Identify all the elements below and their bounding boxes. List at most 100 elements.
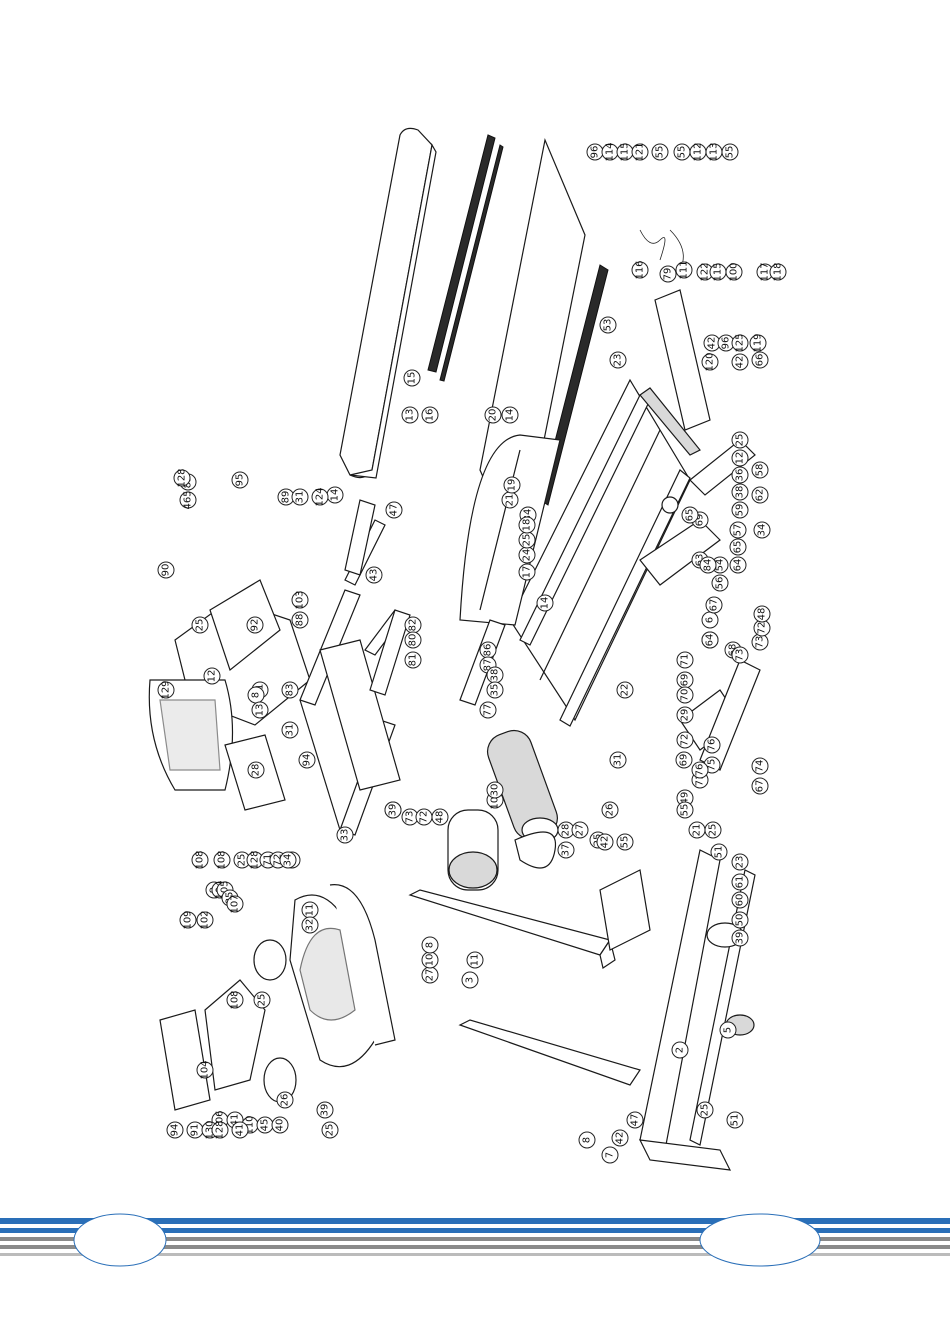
callout-34: 34 <box>753 521 771 539</box>
callout-12: 12 <box>203 667 221 685</box>
callout-circle <box>385 501 403 519</box>
callout-circle <box>191 616 209 634</box>
callout-label: 23 <box>735 856 746 869</box>
callout-25: 25 <box>321 1121 339 1139</box>
callout-26: 26 <box>276 1091 294 1109</box>
callout-circle <box>486 781 504 799</box>
callout-21: 21 <box>688 821 706 839</box>
callout-label: 79 <box>663 268 674 281</box>
callout-label: 8 <box>425 942 436 948</box>
callout-circle <box>599 316 617 334</box>
callout-label: 48 <box>435 811 446 824</box>
callout-label: 104 <box>200 1060 211 1079</box>
callout-label: 124 <box>315 487 326 506</box>
callout-39: 39 <box>316 1101 334 1119</box>
callout-3: 3 <box>461 971 479 989</box>
callout-label: 15 <box>407 372 418 385</box>
callout-label: 100 <box>729 262 740 281</box>
callout-label: 59 <box>735 504 746 517</box>
callout-107: 107 <box>226 894 244 914</box>
callout-label: 73 <box>735 649 746 662</box>
keypad-panel <box>159 1009 211 1111</box>
callout-label: 22 <box>620 684 631 697</box>
callout-label: 21 <box>692 824 703 837</box>
callout-label: 14 <box>540 597 551 610</box>
callout-circle <box>675 261 693 279</box>
callout-label: 12 <box>735 452 746 465</box>
callout-label: 31 <box>613 754 624 767</box>
callout-label: 64 <box>733 559 744 572</box>
callout-20: 20 <box>484 406 502 424</box>
callout-circle <box>479 701 497 719</box>
callout-21: 21 <box>501 491 519 509</box>
callout-40: 40 <box>271 1116 289 1134</box>
callout-circle <box>731 911 749 929</box>
callout-label: 23 <box>613 354 624 367</box>
callout-label: 21 <box>505 494 516 507</box>
callout-label: 27 <box>425 969 436 982</box>
callout-50: 50 <box>731 911 749 929</box>
callout-label: 38 <box>735 486 746 499</box>
callout-label: 32 <box>305 919 316 932</box>
callout-64: 64 <box>701 631 719 649</box>
callout-circle <box>631 261 649 279</box>
callout-51: 51 <box>710 843 728 861</box>
callout-label: 43 <box>369 569 380 582</box>
callout-label: 24 <box>522 549 533 562</box>
callout-label: 56 <box>715 577 726 590</box>
callout-47: 47 <box>626 1111 644 1129</box>
callout-circle <box>404 651 422 669</box>
callout-circle <box>701 353 719 371</box>
callout-circle <box>729 538 747 556</box>
callout-circle <box>157 561 175 579</box>
callout-label: 103 <box>295 590 306 609</box>
callout-label: 37 <box>561 844 572 857</box>
callout-circle <box>731 466 749 484</box>
callout-label: 64 <box>705 634 716 647</box>
callout-label: 120 <box>705 352 716 371</box>
callout-label: 92 <box>250 619 261 632</box>
drive-motor <box>447 809 499 891</box>
callout-circle <box>596 833 614 851</box>
callout-15: 15 <box>403 369 421 387</box>
callout-circle <box>731 431 749 449</box>
callout-25: 25 <box>731 431 749 449</box>
callout-label: 19 <box>507 479 518 492</box>
callout-label: 89 <box>281 491 292 504</box>
callout-circle <box>721 143 739 161</box>
callout-2: 2 <box>671 1041 689 1059</box>
side-cover <box>599 869 651 951</box>
callout-circle <box>311 488 329 506</box>
callout-circle <box>676 651 694 669</box>
callout-53: 53 <box>599 316 617 334</box>
callout-42: 42 <box>703 334 721 352</box>
callout-31: 31 <box>281 721 299 739</box>
callout-label: 109 <box>183 910 194 929</box>
callout-57: 57 <box>729 521 747 539</box>
callout-label: 55 <box>620 836 631 849</box>
callout-label: 57 <box>733 524 744 537</box>
callout-label: 53 <box>603 319 614 332</box>
callout-label: 17 <box>522 566 533 579</box>
callout-label: 71 <box>695 774 706 787</box>
callout-label: 40 <box>275 1119 286 1132</box>
callout-label: 128 <box>250 850 261 869</box>
callout-label: 119 <box>753 333 764 352</box>
callout-circle <box>749 334 767 352</box>
callout-label: 28 <box>251 764 262 777</box>
callout-label: 81 <box>408 654 419 667</box>
callout-39: 39 <box>384 801 402 819</box>
callout-92: 92 <box>246 616 264 634</box>
callout-22: 22 <box>616 681 634 699</box>
callout-circle <box>316 1101 334 1119</box>
callout-label: 8 <box>251 692 262 698</box>
callout-label: 50 <box>735 914 746 927</box>
callout-48: 48 <box>753 605 771 623</box>
callout-circle <box>699 556 717 574</box>
callout-label: 91 <box>190 1124 201 1137</box>
callout-circle <box>213 851 231 869</box>
callout-circle <box>196 1061 214 1079</box>
callout-circle <box>731 449 749 467</box>
callout-circle <box>729 521 747 539</box>
callout-14: 14 <box>501 406 519 424</box>
